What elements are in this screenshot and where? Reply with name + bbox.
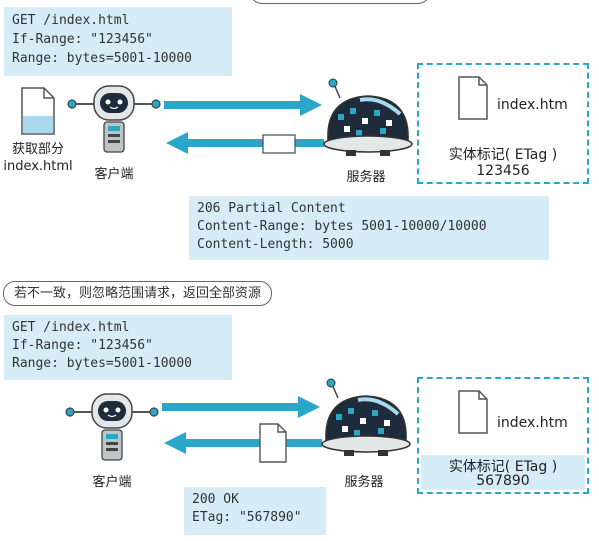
resource-file-icon <box>458 76 488 120</box>
etag-value-1: 123456 <box>476 163 530 179</box>
request-headers-2: GET /index.html If-Range: "123456" Range… <box>4 315 232 380</box>
resource-box-1: index.htm 实体标记( ETag ) 123456 <box>417 63 589 184</box>
resource-box-2: index.htm 实体标记( ETag ) 567890 <box>417 377 589 494</box>
etag-value-2: 567890 <box>476 473 530 489</box>
resource-filename-2: index.htm <box>497 415 568 431</box>
client-robot-icon <box>67 85 161 153</box>
server-robot-icon <box>321 378 411 456</box>
partial-file-label-line-1: 获取部分 <box>11 142 64 157</box>
server-label-2: 服务器 <box>344 475 384 490</box>
full-file-icon <box>259 423 287 463</box>
range-header: Range: bytes=5001-10000 <box>12 356 193 371</box>
client-robot-icon <box>65 393 159 461</box>
partial-file-label-line-2: index.html <box>3 159 73 174</box>
etag-header: ETag: "567890" <box>192 510 302 525</box>
etag-highlight: 实体标记( ETag ) 567890 <box>421 455 585 490</box>
content-range-header: Content-Range: bytes 5001-10000/10000 <box>197 219 487 234</box>
request-arrow-1 <box>164 94 322 116</box>
partial-data-block-icon <box>262 134 296 154</box>
if-range-header: If-Range: "123456" <box>12 32 153 47</box>
response-arrow-2 <box>164 432 322 454</box>
status-line: 200 OK <box>192 492 239 507</box>
request-line: GET /index.html <box>12 320 130 335</box>
etag-label-1: 实体标记( ETag ) <box>448 147 558 163</box>
request-arrow-2 <box>162 396 320 418</box>
client-label-1: 客户端 <box>94 167 134 182</box>
request-headers-1: GET /index.html If-Range: "123456" Range… <box>4 7 232 76</box>
server-robot-icon <box>323 78 413 156</box>
status-line: 206 Partial Content <box>197 201 346 216</box>
scenario-caption: 若不一致，则忽略范围请求，返回全部资源 <box>3 281 273 306</box>
request-line: GET /index.html <box>12 13 130 28</box>
partial-file-label: 获取部分 index.html <box>0 141 76 175</box>
client-label-2: 客户端 <box>92 475 132 490</box>
resource-file-icon <box>458 390 488 434</box>
content-length-header: Content-Length: 5000 <box>197 237 354 252</box>
etag-label-2: 实体标记( ETag ) <box>448 459 558 475</box>
range-header: Range: bytes=5001-10000 <box>12 51 193 66</box>
server-label-1: 服务器 <box>346 170 386 185</box>
response-arrow-1 <box>166 132 324 154</box>
top-caption-pill-fragment <box>250 0 430 4</box>
partial-file-icon <box>21 87 55 135</box>
resource-filename-1: index.htm <box>497 97 568 113</box>
if-range-header: If-Range: "123456" <box>12 338 153 353</box>
response-headers-2: 200 OK ETag: "567890" <box>184 487 326 535</box>
response-headers-1: 206 Partial Content Content-Range: bytes… <box>189 196 549 260</box>
